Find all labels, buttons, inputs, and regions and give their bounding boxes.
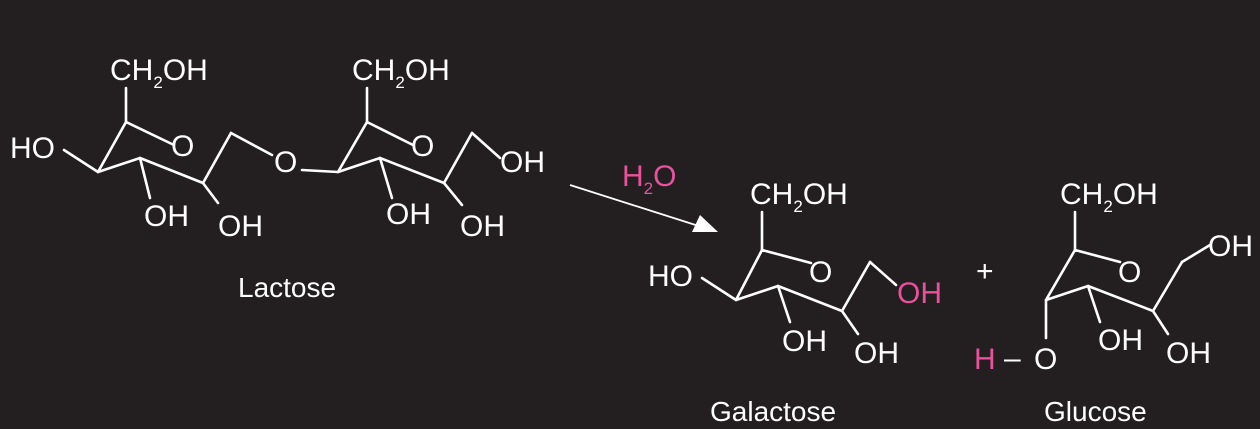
galactose-ring (734, 248, 872, 313)
glucose-caption: Glucose (1044, 396, 1147, 427)
galactose-ch2oh-label: CH2OH (750, 178, 848, 216)
lactose-oh-label-c3-right: OH (460, 210, 505, 243)
lactose-caption: Lactose (238, 272, 336, 303)
galactose-oh-bond-c2 (776, 284, 792, 324)
glucose-c4-oxygen-label: O (1034, 343, 1057, 376)
lactose-ho-bond-left (62, 148, 100, 174)
glucose-oh-label-c3: OH (1166, 337, 1211, 370)
galactose-oh-label-c2: OH (782, 325, 827, 358)
glycosidic-bond-left (229, 131, 274, 157)
lactose-ring-left (96, 120, 233, 185)
glucose-oh-bond-c3 (1151, 309, 1170, 336)
galactose-ring-oxygen: O (809, 256, 832, 289)
galactose-oh-label-c3: OH (854, 337, 899, 370)
lactose-oh-bond-c3 (201, 181, 220, 205)
galactose-caption: Galactose (710, 396, 836, 427)
galactose-molecule: CH2OH HO O OH OH OH Galactose (648, 178, 942, 427)
galactose-ho-bond (700, 276, 738, 302)
lactose-oh-label-c2: OH (144, 200, 189, 233)
lactose-oh-bond-c3-right (442, 181, 464, 207)
lactose-oh-bond-anomeric (470, 131, 502, 160)
lactose-ho-label: HO (10, 132, 55, 165)
glucose-h-o-dash: – (1004, 342, 1021, 375)
glucose-anomeric-bond (1180, 243, 1212, 264)
lactose-ring-right (336, 120, 474, 185)
lactose-anomeric-oh-label: OH (500, 146, 545, 179)
glucose-anomeric-oh-label: OH (1208, 230, 1253, 263)
lactose-oh-label-c3: OH (218, 210, 263, 243)
lactose-ch2oh-label-right: CH2OH (352, 54, 450, 92)
lactose-ring-oxygen-left: O (171, 130, 194, 163)
galactose-oh-bond-c3 (840, 309, 860, 336)
glucose-oh-label-c2: OH (1098, 324, 1143, 357)
glucose-ring-oxygen: O (1118, 256, 1141, 289)
glucose-molecule: CH2OH O OH OH OH H – O Glucose (974, 178, 1253, 427)
glucose-ch2oh-label: CH2OH (1060, 178, 1158, 216)
galactose-new-oh-label: OH (897, 277, 942, 310)
lactose-oh-bond-c2-right (378, 156, 394, 200)
glucose-new-h-label: H (974, 343, 996, 376)
glucose-oh-bond-c2 (1086, 284, 1102, 324)
lactose-ring-oxygen-right: O (411, 130, 434, 163)
plus-sign: + (976, 255, 994, 288)
lactose-oh-label-c2-right: OH (386, 198, 431, 231)
lactose-bridge-oxygen: O (274, 146, 297, 179)
galactose-anomeric-bond (868, 260, 898, 287)
lactose-ch2oh-label-left: CH2OH (110, 54, 208, 92)
water-label: H2O (622, 160, 676, 198)
galactose-ho-label: HO (648, 260, 693, 293)
arrow-head (692, 215, 718, 232)
lactose-molecule: CH2OH CH2OH HO O O O OH OH OH OH OH Lact… (10, 54, 545, 303)
lactose-oh-bond-c2 (138, 156, 152, 200)
reaction-arrow: H2O (569, 160, 718, 232)
glucose-ring (1044, 248, 1184, 313)
glycosidic-bond-right (300, 168, 340, 174)
